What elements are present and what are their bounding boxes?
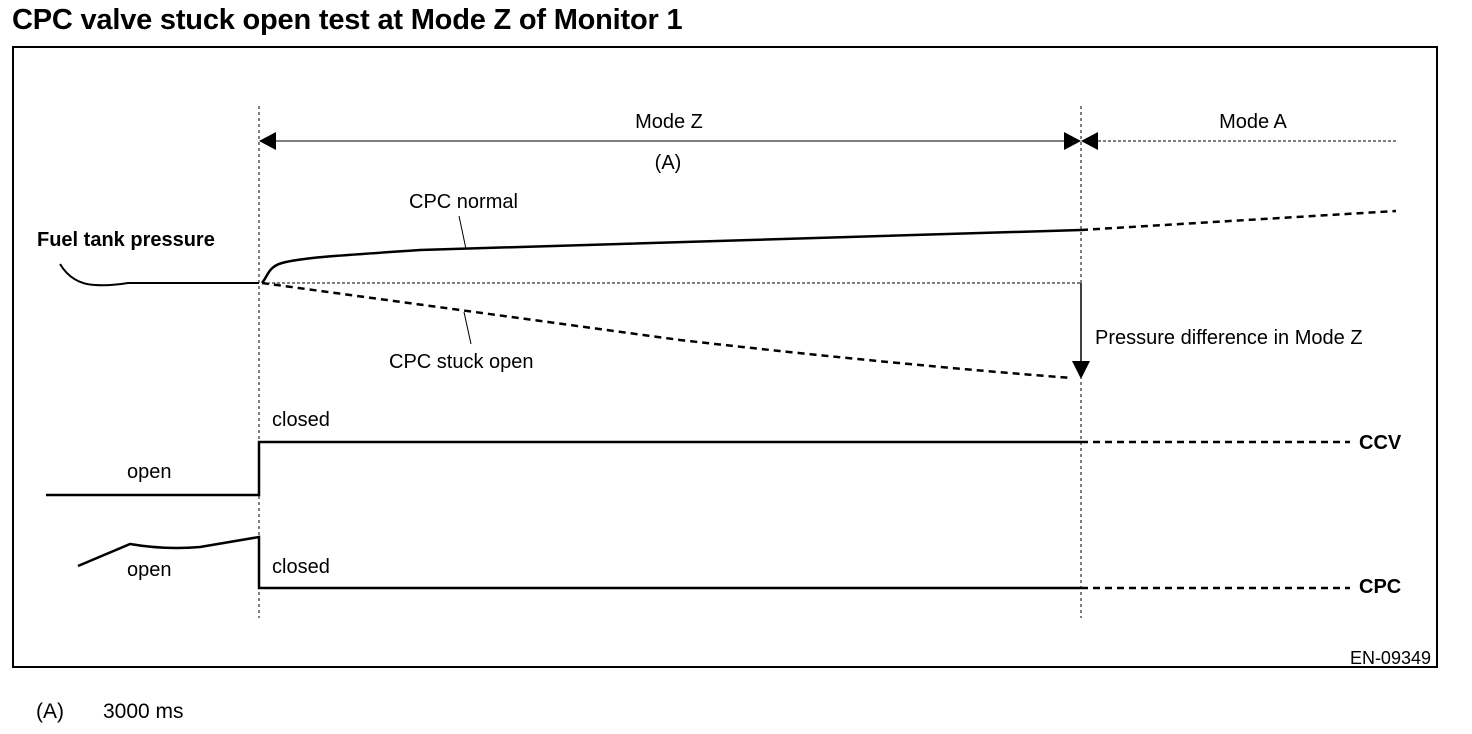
- cpc-closed-label: closed: [272, 556, 330, 578]
- diagram-frame: [12, 46, 1438, 668]
- cpc-stuck-open-leader: [463, 311, 472, 345]
- page-title: CPC valve stuck open test at Mode Z of M…: [12, 4, 683, 36]
- legend-key: (A): [36, 700, 64, 723]
- interval-a-label: (A): [655, 152, 682, 174]
- cpc-signal-label: CPC: [1359, 576, 1401, 598]
- cpc-stuck-open-curve: [261, 281, 1073, 380]
- pressure-difference-arrowhead: [1072, 361, 1090, 379]
- mode-z-left-arrowhead: [259, 132, 276, 150]
- cpc-normal-label: CPC normal: [409, 191, 518, 213]
- legend-value: 3000 ms: [103, 700, 184, 723]
- cpc-open-label: open: [127, 559, 172, 581]
- cpc-stuck-open-label: CPC stuck open: [389, 351, 534, 373]
- mode-z-label: Mode Z: [635, 111, 703, 133]
- fuel-tank-pressure-label: Fuel tank pressure: [37, 229, 215, 251]
- ccv-signal-line: [46, 440, 1081, 497]
- ccv-open-label: open: [127, 461, 172, 483]
- cpc-signal-line: [77, 535, 1081, 590]
- figure-code: EN-09349: [1350, 648, 1431, 668]
- ccv-closed-label: closed: [272, 409, 330, 431]
- fuel-tank-pressure-line: [59, 263, 259, 287]
- mode-a-left-arrowhead: [1081, 132, 1098, 150]
- cpc-normal-curve: [261, 228, 1082, 284]
- pressure-difference-label: Pressure difference in Mode Z: [1095, 327, 1363, 349]
- ccv-signal-label: CCV: [1359, 432, 1402, 454]
- mode-a-label: Mode A: [1219, 111, 1287, 133]
- cpc-normal-leader: [458, 215, 467, 250]
- cpc-normal-continuation: [1080, 209, 1397, 232]
- mode-z-right-arrowhead: [1064, 132, 1081, 150]
